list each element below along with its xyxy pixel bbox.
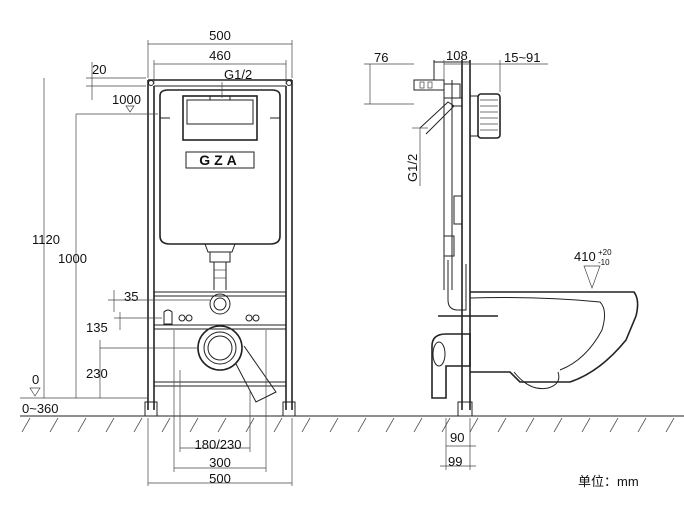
side-frame bbox=[413, 60, 501, 417]
dim-76: 76 bbox=[374, 50, 388, 65]
dim-20: 20 bbox=[92, 62, 106, 77]
dim-90: 90 bbox=[450, 430, 464, 445]
drain-assembly bbox=[163, 309, 277, 403]
front-frame bbox=[144, 79, 296, 417]
dim-0-360: 0~360 bbox=[22, 401, 59, 416]
front-dimensions: 500 460 G1/2 20 1000 1120 1000 35 135 bbox=[20, 28, 293, 486]
dim-460: 460 bbox=[209, 48, 231, 63]
dim-99: 99 bbox=[448, 454, 462, 469]
dim-410-tol-lower: -10 bbox=[598, 258, 610, 267]
dim-g12-side: G1/2 bbox=[405, 154, 420, 182]
dim-108: 108 bbox=[446, 48, 468, 63]
dim-230: 230 bbox=[86, 366, 108, 381]
dim-35: 35 bbox=[124, 289, 138, 304]
dim-1000-level: 1000 bbox=[112, 92, 141, 107]
floor bbox=[20, 415, 684, 433]
dim-135: 135 bbox=[86, 320, 108, 335]
dim-410-tol-upper: +20 bbox=[598, 248, 612, 257]
dim-0: 0 bbox=[32, 372, 39, 387]
dim-180-230: 180/230 bbox=[195, 437, 242, 452]
dim-1000: 1000 bbox=[58, 251, 87, 266]
dim-300: 300 bbox=[209, 455, 231, 470]
dim-g12-front: G1/2 bbox=[224, 67, 252, 82]
side-dimensions: 76 108 15~91 G1/2 410 +20 -10 90 99 bbox=[364, 48, 612, 470]
cistern: GZA bbox=[159, 89, 281, 315]
units-label: 单位：mm bbox=[578, 474, 639, 489]
toilet-bowl bbox=[469, 291, 639, 390]
dim-15-91: 15~91 bbox=[504, 50, 541, 65]
logo-text: GZA bbox=[199, 152, 241, 168]
dim-500-bottom: 500 bbox=[209, 471, 231, 486]
dim-1120: 1120 bbox=[32, 232, 60, 247]
dim-410: 410 bbox=[574, 249, 596, 264]
dim-500-top: 500 bbox=[209, 28, 231, 43]
